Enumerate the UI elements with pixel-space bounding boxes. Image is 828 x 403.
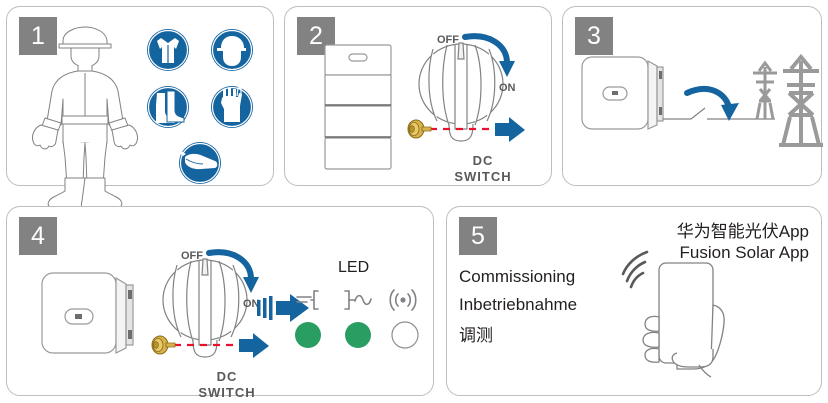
push-arrow-icon [495, 117, 525, 142]
panel-number-badge: 4 [19, 217, 57, 255]
boots-icon [147, 86, 189, 128]
commissioning-line-de: Inbetriebnahme [459, 295, 578, 314]
knob-off-label: OFF [181, 250, 203, 262]
led-dot-ac [345, 322, 371, 348]
panel-number-badge: 1 [19, 17, 57, 55]
communication-icon [389, 289, 417, 311]
inverter-device [581, 56, 664, 130]
coverall-icon [147, 29, 189, 71]
padlock-icon [151, 335, 176, 355]
worker-line-drawing [32, 26, 138, 210]
knob-off-label: OFF [437, 34, 459, 46]
led-dot-dc [295, 322, 321, 348]
panel-4-startup-led: 4 OF [6, 206, 434, 400]
led-title: LED [338, 259, 370, 276]
led-status-dots [295, 321, 419, 349]
ac-output-icon [344, 290, 372, 310]
dc-switch-knob: OFF ON [407, 33, 525, 142]
knob-on-label: ON [243, 298, 260, 310]
inverter-device [41, 272, 134, 354]
app-name-zh: 华为智能光伏App [676, 222, 809, 241]
panel-5-commissioning: 5 Commissioning Inbetriebnahme 调测 华为智能光伏… [446, 206, 822, 396]
commissioning-line-zh: 调测 [459, 326, 493, 345]
led-dot-comm [391, 321, 419, 349]
dc-input-icon [296, 290, 319, 310]
helmet-icon [211, 29, 253, 71]
transmission-tower-small [753, 60, 777, 120]
dc-switch-caption-line1: DC [216, 369, 238, 384]
commissioning-line-en: Commissioning [459, 267, 576, 286]
transmission-tower-large [779, 53, 823, 147]
grid-connection-diagram [581, 53, 823, 147]
panel-1-ppe: 1 [6, 6, 274, 210]
dc-switch-caption-line1: DC [472, 153, 494, 168]
battery-stack [324, 44, 392, 170]
panel-3-grid-connection: 3 [562, 6, 823, 186]
panel-number-badge: 5 [459, 217, 497, 255]
result-arrow-icon [257, 294, 309, 322]
dc-switch-caption-line2: SWITCH [198, 385, 256, 400]
padlock-icon [407, 119, 432, 139]
gloves-icon [211, 86, 253, 128]
rotate-arrow-icon [206, 249, 259, 293]
led-indicator-icons [296, 289, 417, 311]
panel-number-badge: 3 [575, 17, 613, 55]
close-switch-arrow-icon [684, 86, 739, 121]
push-arrow-icon [239, 333, 269, 358]
dc-switch-knob: OFF ON [151, 249, 269, 358]
dc-switch-caption-line2: SWITCH [454, 169, 512, 184]
panel-2-battery-dc-switch: 2 [284, 6, 552, 186]
goggles-icon [179, 142, 221, 184]
ppe-icon-group [147, 29, 253, 184]
phone-body [658, 262, 714, 364]
rotate-arrow-icon [462, 33, 515, 77]
app-name-en: Fusion Solar App [679, 243, 809, 262]
wifi-signal-icon [621, 250, 649, 289]
knob-on-label: ON [499, 82, 516, 94]
hand-holding-phone [621, 250, 725, 378]
